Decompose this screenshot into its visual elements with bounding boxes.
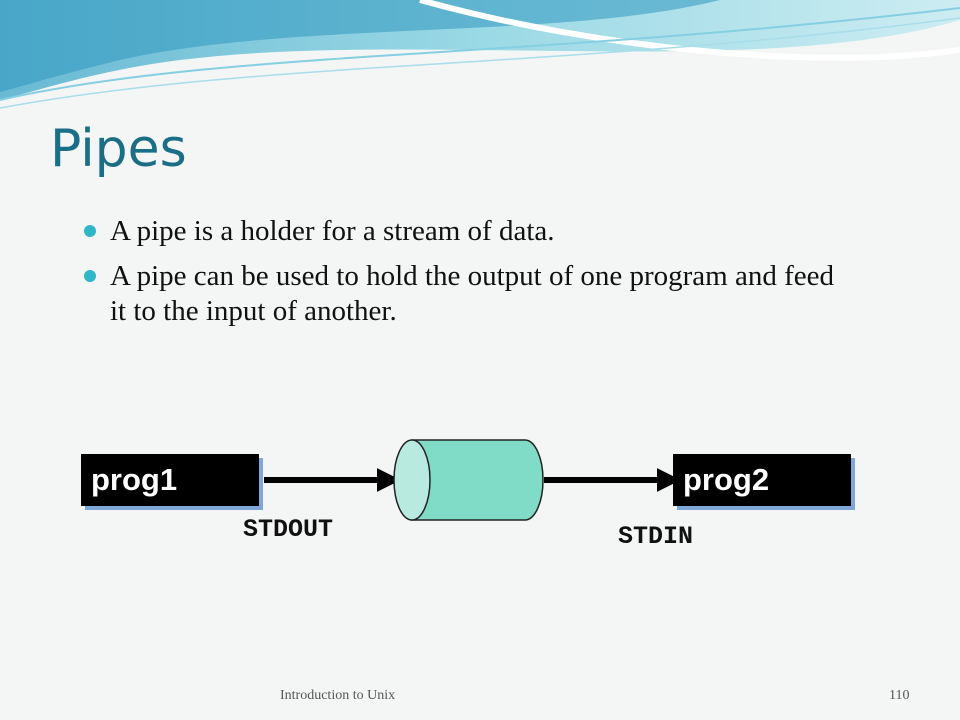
pipe-cylinder-icon [393, 439, 544, 521]
prog1-box: prog1 [81, 454, 259, 506]
stdout-label: STDOUT [243, 515, 334, 544]
slide-title: Pipes [50, 119, 187, 179]
bullet-list: A pipe is a holder for a stream of data.… [84, 214, 844, 338]
footer-page-number: 110 [889, 688, 910, 703]
stdin-label: STDIN [618, 522, 694, 551]
prog2-box: prog2 [673, 454, 851, 506]
header-wave-decoration [0, 0, 960, 109]
bullet-item: A pipe can be used to hold the output of… [84, 259, 844, 329]
footer-course-title: Introduction to Unix [280, 688, 396, 703]
bullet-item: A pipe is a holder for a stream of data. [84, 214, 844, 249]
